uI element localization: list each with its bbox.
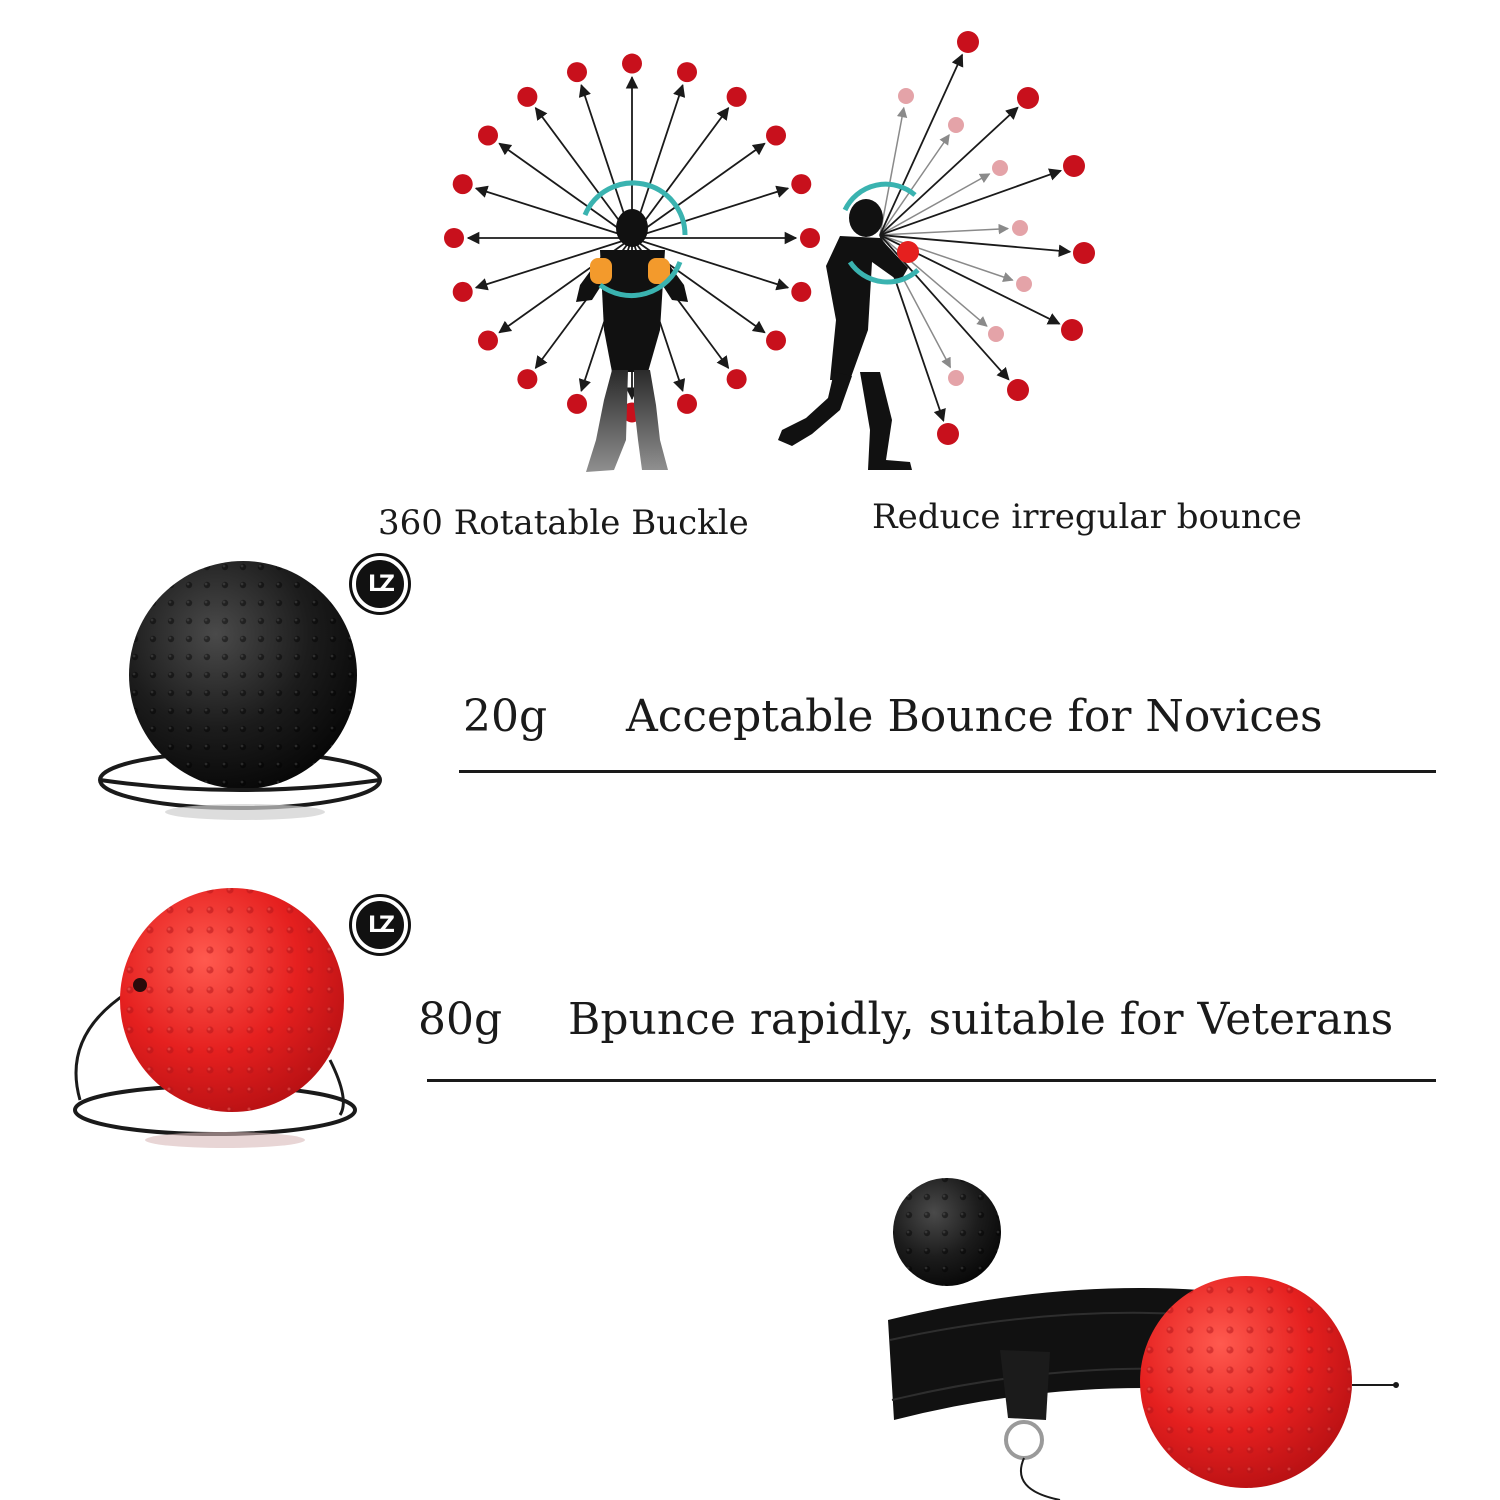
ball-position-dot: [957, 31, 979, 53]
divider-line: [459, 770, 1436, 773]
brand-logo-icon: LZ: [352, 897, 408, 953]
brand-logo-icon: LZ: [352, 556, 408, 612]
trajectory-arrow: [879, 168, 1062, 236]
ball-position-dot: [517, 86, 538, 107]
ball-position-dot: [726, 369, 747, 390]
ball-position-dot: [566, 62, 587, 83]
boxer-side-figure: [778, 199, 912, 470]
ball-position-dot: [477, 125, 498, 146]
trajectory-arrow: [631, 185, 790, 239]
trajectory-arrow: [879, 134, 950, 236]
trajectory-arrow: [534, 106, 633, 239]
ball-position-dot: [517, 369, 538, 390]
rotation-swirl-icon: [842, 181, 917, 212]
ball-position-dot: [948, 117, 964, 133]
trajectory-arrow: [879, 234, 1072, 258]
ball-position-dot: [1016, 276, 1032, 292]
ball-position-dot: [766, 125, 787, 146]
black-ball-20g: [98, 561, 382, 820]
ball-position-dot: [452, 174, 473, 195]
ball-position-dot: [1017, 87, 1039, 109]
rotatable-buckle-diagram: [444, 53, 820, 472]
ball-position-dot: [1061, 319, 1083, 341]
trajectory-arrow: [631, 142, 766, 239]
ball-position-dot: [677, 393, 698, 414]
ball-position-dot: [566, 393, 587, 414]
ball-position-dot: [1073, 242, 1095, 264]
boxer-front-figure: [576, 209, 688, 472]
trajectory-arrow: [474, 237, 633, 291]
ball-position-dot: [452, 281, 473, 302]
metal-ring: [1004, 1420, 1044, 1460]
trajectory-arrow: [879, 223, 1010, 236]
irregular-bounce-caption: Reduce irregular bounce: [872, 497, 1302, 537]
trajectory-arrow: [474, 185, 633, 239]
trajectory-arrow: [498, 142, 633, 239]
weight-label-80g: 80g: [418, 994, 503, 1045]
right-arrow-fan: [879, 31, 1095, 445]
rotation-swirl-icon: [582, 180, 688, 236]
trajectory-arrow: [879, 234, 1014, 283]
ball-position-dot: [800, 228, 820, 248]
ball-position-dot: [948, 370, 964, 386]
ball-position-dot: [992, 160, 1008, 176]
ball-position-dot: [726, 86, 747, 107]
rotatable-buckle-caption: 360 Rotatable Buckle: [378, 503, 749, 543]
ball-position-dot: [1012, 220, 1028, 236]
trajectory-arrow: [879, 106, 1019, 236]
ball-position-dot: [766, 330, 787, 351]
irregular-bounce-diagram: [778, 31, 1095, 470]
ball-position-dot: [937, 423, 959, 445]
ball-position-dot: [477, 330, 498, 351]
trajectory-arrow: [879, 173, 991, 236]
ball-position-dot: [444, 228, 464, 248]
ball-position-dot: [1063, 155, 1085, 177]
headband-set: [888, 1178, 1399, 1500]
trajectory-arrow: [879, 53, 964, 236]
ball-position-dot: [677, 62, 698, 83]
trajectory-arrow: [631, 237, 790, 291]
divider-line: [427, 1079, 1436, 1082]
ball-position-dot: [988, 326, 1004, 342]
ball-position-dot: [622, 53, 642, 74]
red-ball-80g: [73, 888, 357, 1148]
ball-position-dot: [1007, 379, 1029, 401]
description-veterans: Bpunce rapidly, suitable for Veterans: [568, 994, 1394, 1045]
description-novices: Acceptable Bounce for Novices: [626, 691, 1323, 742]
ball-position-dot: [898, 88, 914, 104]
ball-position-dot: [791, 281, 812, 302]
trajectory-arrow: [631, 106, 730, 239]
trajectory-arrow: [879, 106, 908, 236]
weight-label-20g: 20g: [463, 691, 548, 742]
ball-position-dot: [791, 174, 812, 195]
